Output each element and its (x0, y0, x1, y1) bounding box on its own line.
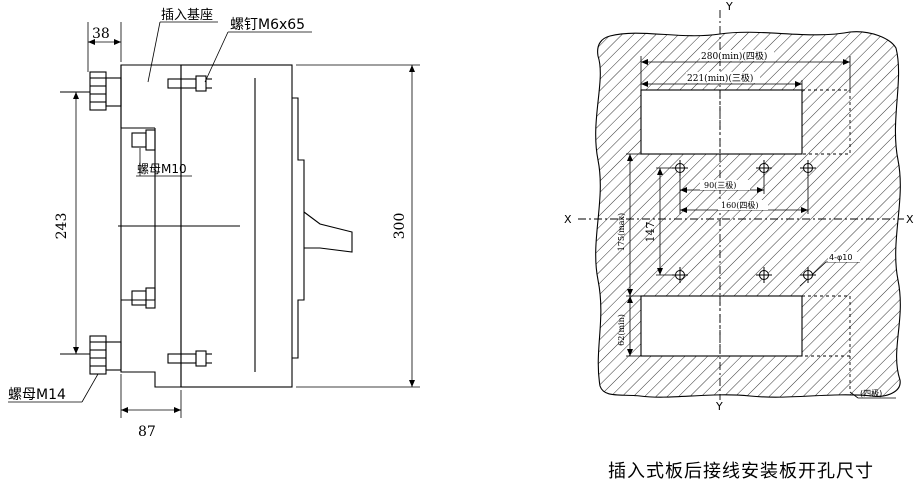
four-pole-note: (四极) (860, 388, 882, 398)
hole-2 (756, 160, 772, 176)
dim-90-label: 90(三极) (704, 180, 736, 190)
mounting-plate-cutout (578, 10, 904, 400)
nut-m10-upper (131, 129, 156, 151)
breaker-side-view (8, 21, 420, 418)
lower-four-pole-extension (802, 295, 851, 357)
axis-x-right: X (906, 213, 914, 226)
dim-175-label: 175(max) (617, 213, 626, 251)
screw-label: 螺钉M6x65 (230, 17, 305, 33)
nut-m10-label: 螺母M10 (137, 162, 187, 176)
breaker-handle (303, 211, 353, 253)
dim-300: 300 (392, 213, 408, 240)
dim-243: 243 (54, 213, 70, 240)
upper-four-pole-extension (802, 89, 851, 155)
mounting-holes (672, 160, 816, 283)
dim-280-label: 280(min)(四极) (701, 50, 767, 62)
hole-1 (672, 160, 688, 176)
nut-m14-label: 螺母M14 (8, 387, 66, 403)
hole-3 (800, 160, 816, 176)
dim-62-label: 62(min) (617, 314, 626, 346)
lower-cutout (640, 295, 803, 357)
nut-m10-lower (131, 287, 156, 309)
holes-label: 4-φ10 (829, 253, 852, 262)
insert-base-label: 插入基座 (161, 8, 213, 23)
dim-38: 38 (92, 26, 110, 42)
drawing-caption: 插入式板后接线安装板开孔尺寸 (608, 461, 874, 482)
dim-147-label: 147 (644, 222, 657, 243)
hole-6 (800, 267, 816, 283)
upper-cutout (640, 89, 803, 155)
dim-87: 87 (138, 424, 156, 440)
axis-x-left: X (564, 213, 572, 226)
bottom-terminal (60, 335, 122, 375)
dim-221-label: 221(min)(三极) (687, 72, 753, 84)
hole-4 (672, 267, 688, 283)
bottom-screw (167, 350, 212, 367)
hole-5 (756, 267, 772, 283)
top-terminal (60, 71, 122, 111)
dim-160-label: 160(四极) (721, 200, 759, 210)
axis-y-bottom: Y (715, 400, 723, 413)
axis-y-top: Y (725, 0, 733, 13)
top-screw (167, 75, 212, 92)
